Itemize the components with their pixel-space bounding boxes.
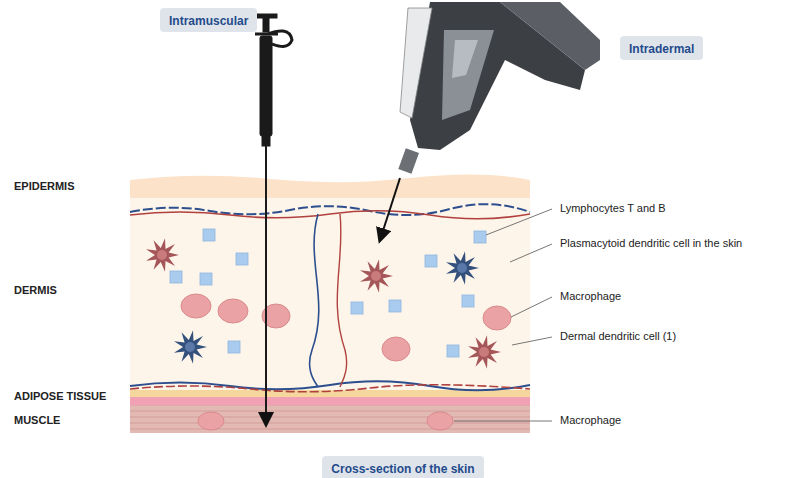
label-box: Cross-section of the skin (322, 456, 483, 478)
box-text: Cross-section of the skin (331, 462, 474, 476)
label-box: Intradermal (620, 36, 703, 60)
muscle-layer (130, 405, 530, 433)
layer-label: EPIDERMIS (14, 180, 75, 192)
macrophage (181, 294, 511, 430)
layer-label: ADIPOSE TISSUE (14, 390, 106, 402)
label-box: Intramuscular (160, 8, 257, 32)
leader-line (454, 209, 552, 421)
adipose-layer (130, 397, 530, 405)
lymphocyte (170, 229, 486, 357)
callout-label: Lymphocytes T and B (560, 202, 666, 214)
dendritic-cell (360, 259, 393, 292)
epidermis-layer (130, 174, 530, 200)
dendritic-cell (146, 238, 179, 271)
callout-label: Dermal dendritic cell (1) (560, 330, 676, 342)
callout-label: Macrophage (560, 414, 621, 426)
dendritic-cell (468, 335, 501, 368)
layer-label: MUSCLE (14, 414, 60, 426)
box-text: Intramuscular (169, 14, 248, 28)
callout-label: Macrophage (560, 290, 621, 302)
callout-label: Plasmacytoid dendritic cell in the skin (560, 237, 742, 249)
syringe (255, 14, 292, 424)
layer-label: DERMIS (14, 284, 57, 296)
dendritic-cell (446, 251, 479, 284)
dendritic-cell (174, 330, 207, 363)
dermis-layer (130, 198, 530, 392)
box-text: Intradermal (629, 42, 694, 56)
